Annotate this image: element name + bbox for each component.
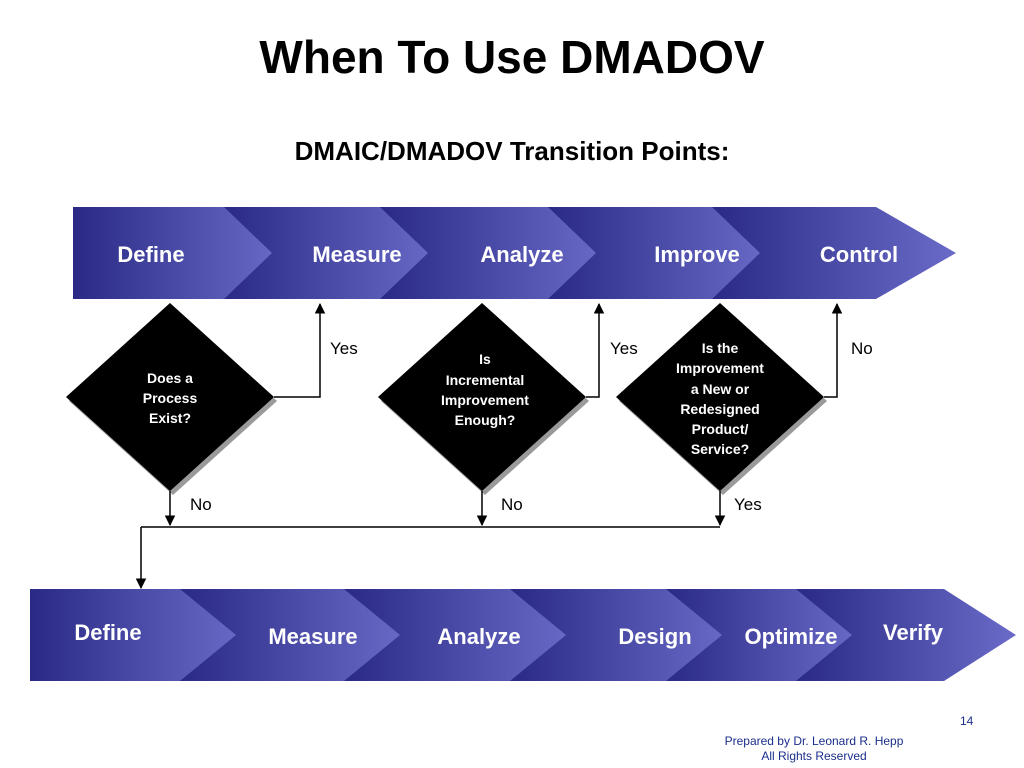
decision-process-exists: Does a Process Exist? Yes No (66, 302, 358, 527)
decision-text-line: Service? (691, 441, 749, 457)
decision-text-line: a New or (691, 381, 750, 397)
decision-text-line: Improvement (441, 392, 529, 408)
no-label: No (501, 495, 523, 514)
no-label: No (851, 339, 873, 358)
credit-author: Prepared by Dr. Leonard R. Hepp (724, 734, 904, 748)
dmadov-stage-verify (796, 589, 1016, 681)
decision-text-line: Improvement (676, 360, 764, 376)
dmaic-label-improve: Improve (654, 242, 740, 267)
decision-text-line: Is the (702, 340, 739, 356)
dmadov-label-analyze: Analyze (437, 624, 520, 649)
decision-new-or-redesigned: Is the Improvement a New or Redesigned P… (616, 302, 873, 527)
dmadov-stage-measure (180, 589, 410, 681)
dmadov-stage-design (510, 589, 732, 681)
footer-credit: Prepared by Dr. Leonard R. Hepp All Righ… (696, 734, 932, 764)
yes-label: Yes (734, 495, 762, 514)
dmaic-stage-measure (224, 207, 440, 299)
decision-text-line: Is (479, 351, 491, 367)
dmadov-stage-optimize (666, 589, 862, 681)
decision-text-line: Enough? (455, 412, 516, 428)
decision-diamond (616, 303, 824, 491)
decision-text-line: Process (143, 390, 198, 406)
dmaic-stage-analyze (380, 207, 608, 299)
slide-subtitle: DMAIC/DMADOV Transition Points: (294, 136, 730, 166)
decision-text-line: Product/ (692, 421, 749, 437)
dmaic-stage-control (712, 207, 956, 299)
dmadov-entry-connector (135, 526, 720, 590)
dmaic-process-band: Define Measure Analyze Improve Control (73, 207, 956, 299)
dmadov-label-measure: Measure (268, 624, 357, 649)
decision-text-line: Does a (147, 370, 193, 386)
no-path-to-control (824, 302, 843, 398)
page-number: 14 (960, 714, 974, 728)
decision-text-line: Incremental (446, 372, 525, 388)
decision-text-line: Redesigned (680, 401, 759, 417)
credit-rights: All Rights Reserved (761, 749, 867, 763)
decision-text-line: Exist? (149, 410, 191, 426)
decision-incremental-enough: Is Incremental Improvement Enough? Yes N… (378, 302, 638, 527)
dmadov-stage-analyze (344, 589, 576, 681)
yes-path-to-improve (586, 302, 605, 398)
yes-label: Yes (610, 339, 638, 358)
dmadov-label-design: Design (618, 624, 691, 649)
dmaic-label-define: Define (117, 242, 184, 267)
dmadov-process-band: Define Measure Analyze Design Optimize V… (30, 589, 1016, 681)
dmaic-label-measure: Measure (312, 242, 401, 267)
yes-path-to-measure (274, 302, 326, 398)
dmaic-label-analyze: Analyze (480, 242, 563, 267)
no-label: No (190, 495, 212, 514)
dmadov-label-optimize: Optimize (745, 624, 838, 649)
dmaic-label-control: Control (820, 242, 898, 267)
dmadov-label-verify: Verify (883, 620, 944, 645)
yes-label: Yes (330, 339, 358, 358)
dmaic-stage-improve (548, 207, 772, 299)
slide-title: When To Use DMADOV (259, 31, 765, 83)
dmadov-stage-define (30, 589, 246, 681)
decision-diamond (66, 303, 274, 491)
decision-diamond (378, 303, 586, 491)
dmaic-stage-define (73, 207, 284, 299)
dmadov-label-define: Define (74, 620, 141, 645)
